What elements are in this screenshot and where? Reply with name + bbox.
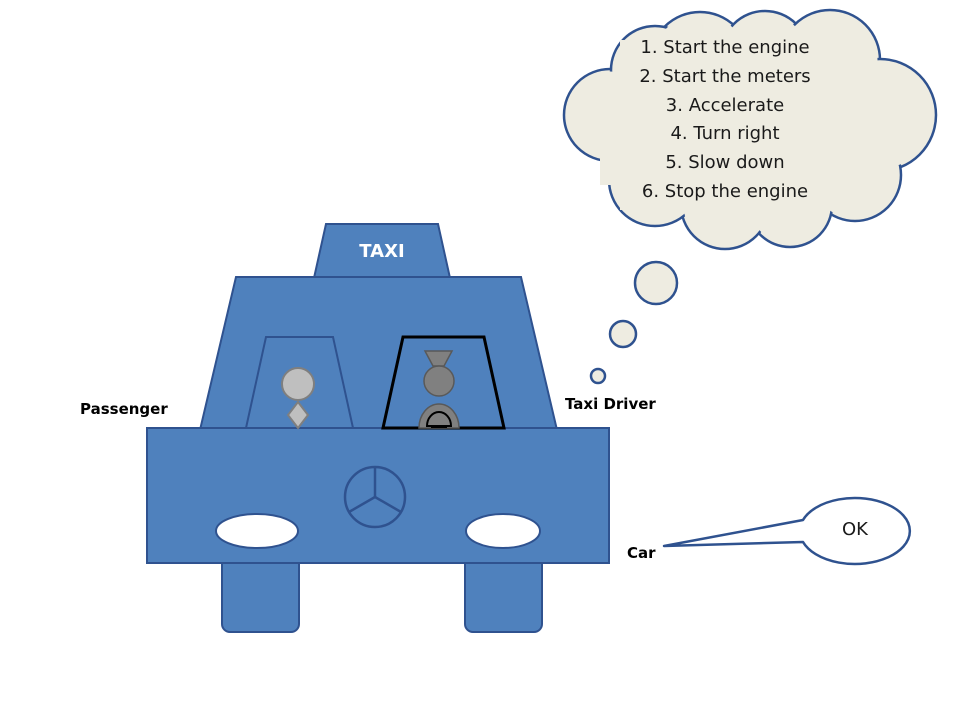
mercedes-emblem-icon [343, 465, 407, 529]
left-headlight [215, 513, 299, 549]
driver-window [381, 335, 506, 430]
taxi-body [146, 427, 610, 564]
taxi-sign-text: TAXI [359, 241, 405, 262]
left-wheel [221, 554, 300, 633]
passenger-figure-icon [281, 367, 315, 430]
taxi-driver-label: Taxi Driver [565, 395, 656, 413]
thought-step: 4. Turn right [670, 123, 780, 145]
driver-figure-icon [418, 350, 460, 429]
right-headlight [465, 513, 541, 549]
thought-trail-small [589, 367, 607, 385]
thought-trail-medium [608, 319, 638, 349]
speech-bubble [662, 496, 912, 566]
thought-step: 6. Stop the engine [641, 180, 809, 202]
speech-bubble-text: OK [842, 519, 868, 540]
thought-trail-large [633, 260, 679, 306]
thought-steps-list: 1. Start the engine 2. Start the meters … [600, 34, 850, 207]
thought-step: 1. Start the engine [640, 37, 810, 58]
taxi-cabin [198, 276, 559, 431]
thought-step: 2. Start the meters [639, 65, 811, 87]
thought-step: 5. Slow down [665, 152, 785, 174]
right-wheel [464, 554, 543, 633]
thought-step: 3. Accelerate [665, 94, 785, 116]
car-label: Car [627, 544, 656, 562]
passenger-label: Passenger [80, 400, 168, 418]
passenger-window [244, 336, 355, 429]
